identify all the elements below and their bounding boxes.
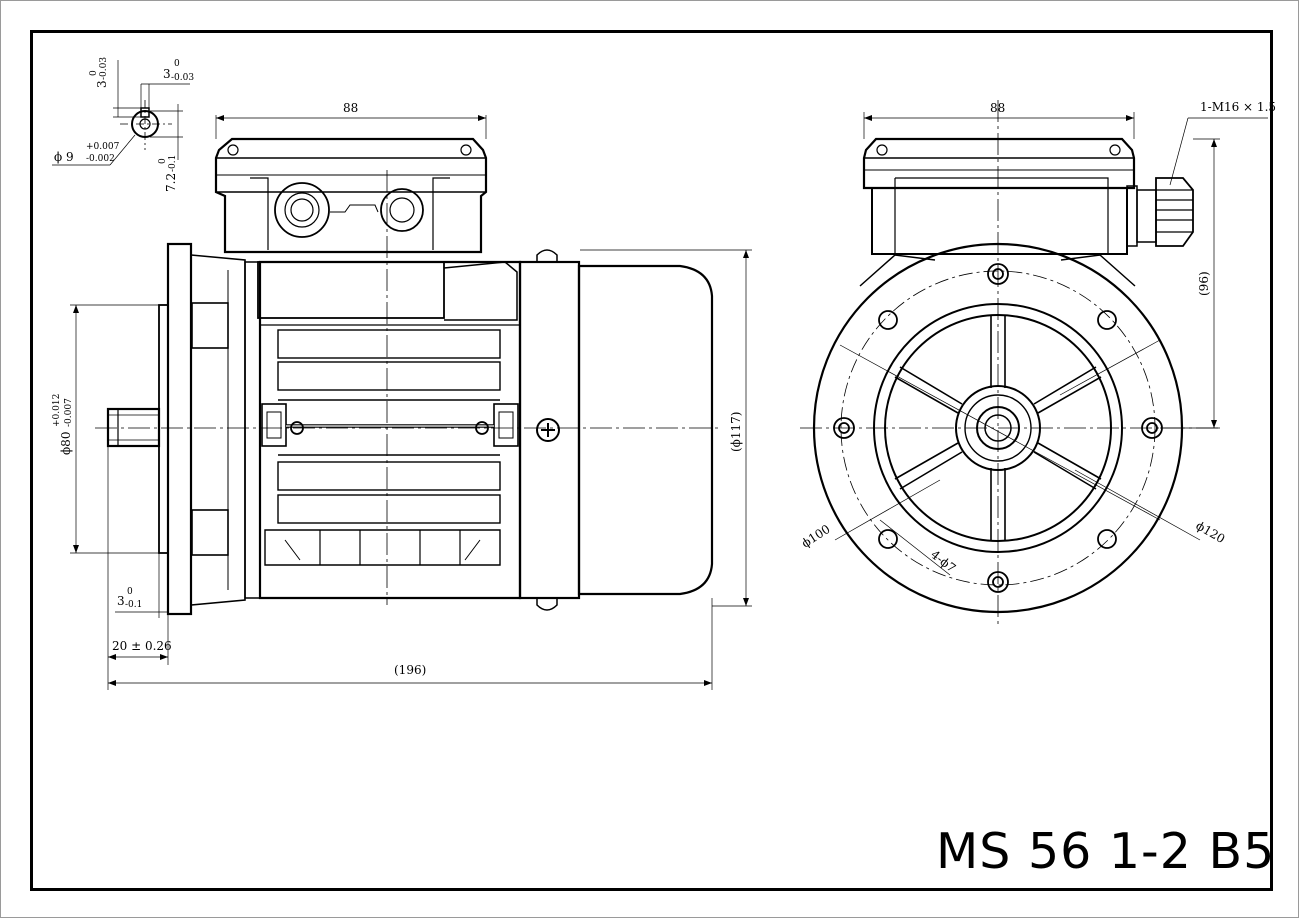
flange-side — [158, 242, 261, 616]
dim-key-height-tol: -0.03 — [99, 57, 109, 80]
dim-key-width-tol: -0.03 — [171, 73, 194, 83]
motor-frame-side — [257, 260, 522, 600]
dim-key-height-tol-upper: 0 — [89, 70, 99, 76]
side-dimension-lines — [70, 249, 752, 690]
dim-shaft-diameter: ϕ 9 — [54, 150, 74, 164]
side-view — [70, 115, 752, 690]
front-dimension-lines — [1160, 138, 1220, 429]
shaft-side — [106, 407, 161, 448]
dim-spigot-depth-tol: -0.1 — [125, 600, 142, 610]
dim-key-width-tol-upper: 0 — [174, 59, 180, 69]
dim-spigot-tol-lower: -0.007 — [64, 398, 74, 427]
dim-body-diameter: (ϕ117) — [729, 412, 743, 452]
dim-flange-pcd: ϕ100 — [799, 522, 833, 551]
dim-shaft-tol-upper: +0.007 — [86, 142, 120, 152]
dim-shaft-length: 20 ± 0.26 — [112, 639, 172, 653]
dim-spigot-depth: 3 — [117, 594, 125, 608]
dim-box-width-front: 88 — [990, 101, 1005, 115]
dim-flange-diameter: ϕ120 — [1194, 518, 1228, 546]
dim-shaft-tol-lower: -0.002 — [86, 154, 115, 164]
dim-cable-gland: 1-M16 × 1.5 — [1200, 100, 1276, 114]
fan-cover-side — [518, 249, 714, 611]
shaft-section-detail — [52, 60, 190, 166]
terminal-box-side — [214, 115, 488, 254]
drawing-title: MS 56 1-2 B5 — [936, 823, 1276, 880]
dim-spigot-diameter: ϕ80 — [59, 432, 73, 455]
dim-key-depth-tol-upper: 0 — [158, 158, 168, 164]
terminal-box-front — [862, 112, 1268, 255]
dim-key-depth-tol: -0.1 — [168, 155, 178, 172]
dimension-labels: 88 88 1-M16 × 1.5 (196) 20 ± 0.26 (ϕ117)… — [52, 57, 1276, 677]
dim-box-width-side: 88 — [343, 101, 358, 115]
dim-key-width: 3 — [163, 67, 171, 81]
dim-overall-length: (196) — [394, 663, 426, 677]
drawing-frame — [30, 30, 1273, 891]
front-view — [800, 100, 1268, 628]
dim-key-depth: 7.2 — [164, 173, 178, 192]
dim-height-to-box: (96) — [1197, 271, 1211, 296]
dim-key-height: 3 — [95, 80, 109, 88]
dim-spigot-depth-tol-upper: 0 — [127, 587, 133, 597]
dim-spigot-tol-upper: +0.012 — [52, 394, 62, 427]
